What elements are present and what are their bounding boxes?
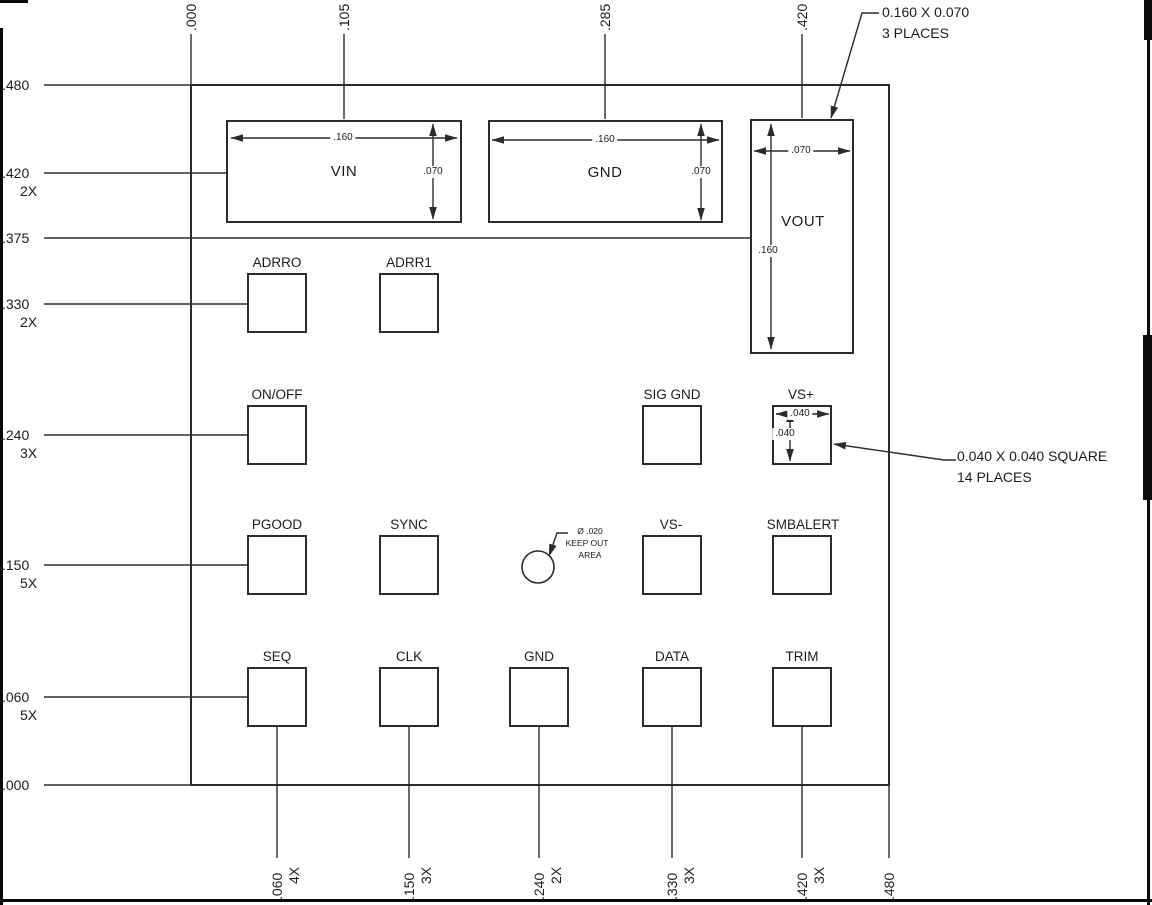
dim-bottom-330: .330 bbox=[664, 872, 680, 900]
dim-bottom-240: .240 bbox=[531, 872, 547, 900]
dim-left-420: .420 bbox=[2, 165, 30, 181]
vin-pad-label: VIN bbox=[330, 163, 358, 180]
data-pad-label: DATA bbox=[654, 649, 690, 664]
dim-left-375: .375 bbox=[2, 230, 30, 246]
on-off-pad-label: ON/OFF bbox=[251, 387, 303, 402]
trim-pad bbox=[772, 667, 832, 727]
dim-left-150: .150 bbox=[2, 557, 30, 573]
data-pad bbox=[642, 667, 702, 727]
scan-artifact-right-bar bbox=[1143, 335, 1152, 500]
vout-pad-label: VOUT bbox=[781, 213, 825, 230]
scan-artifact-right-top bbox=[1144, 0, 1152, 40]
square-pads-leader bbox=[833, 441, 956, 461]
dim-left-330-mult: 2X bbox=[20, 314, 38, 330]
top-extension-lines bbox=[190, 34, 803, 119]
dim-bottom-420-mult: 3X bbox=[811, 866, 827, 884]
dim-bottom-330-mult: 3X bbox=[681, 866, 697, 884]
gnd-top-width-dim: .160 bbox=[592, 134, 618, 146]
rect-pads-leader bbox=[830, 12, 879, 119]
trim-pad-label: TRIM bbox=[785, 649, 819, 664]
gnd-top-height-dim: .070 bbox=[688, 166, 714, 178]
dim-bottom-480: .480 bbox=[881, 872, 897, 900]
dim-left-150-mult: 5X bbox=[20, 575, 38, 591]
adrr1-pad-label: ADRR1 bbox=[386, 255, 432, 270]
scan-artifact-left bbox=[0, 28, 3, 905]
keep-out-callout-line1: Ø .020 bbox=[577, 526, 603, 536]
clk-pad bbox=[379, 667, 439, 727]
dim-left-330: .330 bbox=[2, 296, 30, 312]
dim-top-285: .285 bbox=[597, 3, 613, 31]
vs-plus-height-dim: .040 bbox=[772, 428, 798, 440]
sig-gnd-pad bbox=[642, 405, 702, 465]
keep-out-callout-line3: AREA bbox=[578, 550, 602, 560]
sync-pad-label: SYNC bbox=[390, 517, 428, 532]
keep-out-callout-line2: KEEP OUT bbox=[565, 538, 609, 548]
adrr0-pad bbox=[247, 273, 307, 333]
gnd-top-pad bbox=[488, 120, 723, 223]
smbalert-pad-label: SMBALERT bbox=[766, 517, 840, 532]
vs-minus-pad-label: VS- bbox=[659, 517, 683, 532]
vin-pad bbox=[226, 120, 462, 223]
gnd-top-pad-label: GND bbox=[587, 164, 623, 181]
keep-out-leader bbox=[548, 532, 568, 557]
leader-lines bbox=[548, 12, 956, 557]
dim-top-420: .420 bbox=[794, 3, 810, 31]
dim-bottom-150: .150 bbox=[401, 872, 417, 900]
square-pads-callout-line1: 0.040 X 0.040 SQUARE bbox=[957, 448, 1108, 464]
dim-left-420-mult: 2X bbox=[20, 183, 38, 199]
dim-bottom-240-mult: 2X bbox=[548, 866, 564, 884]
vs-plus-pad-label: VS+ bbox=[788, 387, 814, 402]
rect-pads-callout-line1: 0.160 X 0.070 bbox=[882, 4, 970, 20]
dim-left-240-mult: 3X bbox=[20, 445, 38, 461]
rect-pads-callout-line2: 3 PLACES bbox=[882, 25, 949, 41]
vin-width-dim: .160 bbox=[330, 132, 356, 144]
dim-bottom-060: .060 bbox=[269, 872, 285, 900]
dim-bottom-150-mult: 3X bbox=[418, 866, 434, 884]
sig-gnd-pad-label: SIG GND bbox=[643, 387, 701, 402]
gnd-bottom-pad bbox=[509, 667, 569, 727]
left-extension-lines bbox=[44, 84, 751, 786]
vin-height-dim: .070 bbox=[420, 166, 446, 178]
scan-artifact-top-left bbox=[0, 0, 28, 3]
pgood-pad bbox=[247, 535, 307, 595]
pgood-pad-label: PGOOD bbox=[251, 517, 303, 532]
dim-left-060: .060 bbox=[2, 689, 30, 705]
dim-bottom-060-mult: 4X bbox=[286, 866, 302, 884]
smbalert-pad bbox=[772, 535, 832, 595]
gnd-bottom-pad-label: GND bbox=[524, 649, 554, 664]
vout-pad bbox=[750, 119, 854, 354]
seq-pad-label: SEQ bbox=[262, 649, 292, 664]
dim-left-060-mult: 5X bbox=[20, 707, 38, 723]
scan-artifact-bottom bbox=[0, 899, 1152, 902]
dim-left-000: .000 bbox=[2, 777, 30, 793]
dim-top-000: .000 bbox=[183, 3, 199, 31]
dim-left-480: .480 bbox=[2, 77, 30, 93]
adrr0-pad-label: ADRRO bbox=[252, 255, 302, 270]
dim-bottom-420: .420 bbox=[794, 872, 810, 900]
dim-top-105: .105 bbox=[336, 3, 352, 31]
sync-pad bbox=[379, 535, 439, 595]
vout-width-dim: .070 bbox=[788, 145, 814, 157]
bottom-extension-lines bbox=[276, 726, 890, 858]
on-off-pad bbox=[247, 405, 307, 465]
vs-minus-pad bbox=[642, 535, 702, 595]
vout-height-dim: .160 bbox=[755, 245, 781, 257]
seq-pad bbox=[247, 667, 307, 727]
dim-left-240: .240 bbox=[2, 427, 30, 443]
adrr1-pad bbox=[379, 273, 439, 333]
square-pads-callout-line2: 14 PLACES bbox=[957, 469, 1032, 485]
clk-pad-label: CLK bbox=[395, 649, 423, 664]
keep-out-circle bbox=[521, 550, 555, 584]
dimension-lines bbox=[230, 123, 851, 462]
vs-plus-width-dim: .040 bbox=[787, 408, 813, 420]
